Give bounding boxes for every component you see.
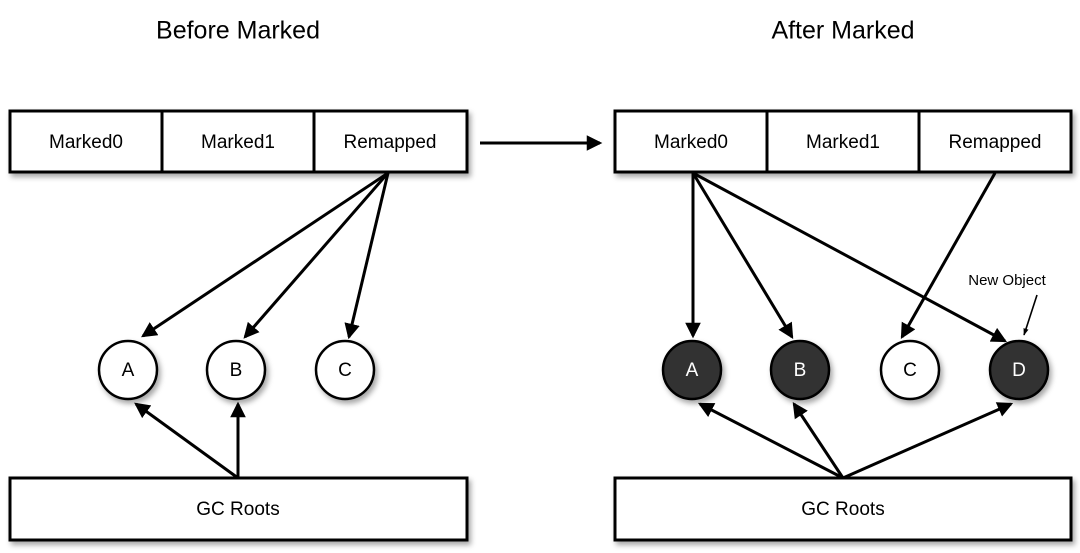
object-circle-c-before[interactable] [314, 339, 376, 401]
object-node-d-after[interactable]: D [988, 339, 1050, 401]
object-label-a-after: A [686, 360, 699, 381]
object-circle-b-after[interactable] [769, 339, 831, 401]
panel-title-before: Before Marked [156, 17, 320, 45]
color-cell-marked0-before[interactable]: Marked0 [49, 132, 123, 153]
object-node-a-after[interactable]: A [661, 339, 723, 401]
object-node-c-before[interactable]: C [314, 339, 376, 401]
color-cell-remapped-before[interactable]: Remapped [344, 132, 437, 153]
object-circle-c-after[interactable] [879, 339, 941, 401]
gc-roots-box-after [613, 476, 1073, 542]
object-node-c-after[interactable]: C [879, 339, 941, 401]
panel-before: Before Marked Marked0 Marked1 Remapped A… [8, 17, 469, 542]
gc-roots-box-before [8, 476, 469, 542]
panel-after: After Marked Marked0 Marked1 Remapped Ne… [613, 17, 1073, 542]
object-label-b-before: B [230, 360, 243, 381]
object-label-c-after: C [903, 360, 917, 381]
edge-marked0-to-d-after [692, 171, 1008, 343]
new-object-annotation-pointer [1023, 294, 1038, 336]
color-table-after [613, 109, 1073, 174]
object-circle-a-before[interactable] [97, 339, 159, 401]
object-circle-d-after[interactable] [988, 339, 1050, 401]
edge-roots-to-b-after [792, 402, 845, 479]
object-circle-a-after[interactable] [661, 339, 723, 401]
object-label-c-before: C [338, 360, 352, 381]
gc-roots-frame-after [613, 476, 1073, 542]
panel-title-after: After Marked [771, 17, 914, 45]
color-cell-marked1-after[interactable]: Marked1 [806, 132, 880, 153]
color-table-frame-before [8, 109, 469, 174]
gc-roots-label-before: GC Roots [196, 499, 279, 520]
object-label-b-after: B [794, 360, 807, 381]
edge-roots-to-a-before [134, 402, 239, 480]
color-table-frame-after [613, 109, 1073, 174]
edge-remapped-to-a-before [141, 171, 389, 338]
edge-remapped-to-b-before [243, 172, 390, 339]
gc-roots-frame-before [8, 476, 469, 542]
object-label-d-after: D [1012, 360, 1026, 381]
edge-marked0-to-b-after [691, 172, 794, 340]
edge-remapped-to-c-before [344, 172, 390, 340]
color-cell-remapped-after[interactable]: Remapped [949, 132, 1042, 153]
edge-remapped-to-c-after [900, 172, 997, 340]
object-node-a-before[interactable]: A [97, 339, 159, 401]
object-node-b-before[interactable]: B [205, 339, 267, 401]
object-node-b-after[interactable]: B [769, 339, 831, 401]
color-cell-marked1-before[interactable]: Marked1 [201, 132, 275, 153]
object-circle-b-before[interactable] [205, 339, 267, 401]
edge-roots-to-d-after [842, 402, 1014, 480]
gc-roots-label-after: GC Roots [801, 499, 884, 520]
object-label-a-before: A [122, 360, 135, 381]
edge-roots-to-a-after [697, 402, 844, 480]
color-cell-marked0-after[interactable]: Marked0 [654, 132, 728, 153]
new-object-annotation-label: New Object [968, 272, 1046, 289]
color-table-before [8, 109, 469, 174]
